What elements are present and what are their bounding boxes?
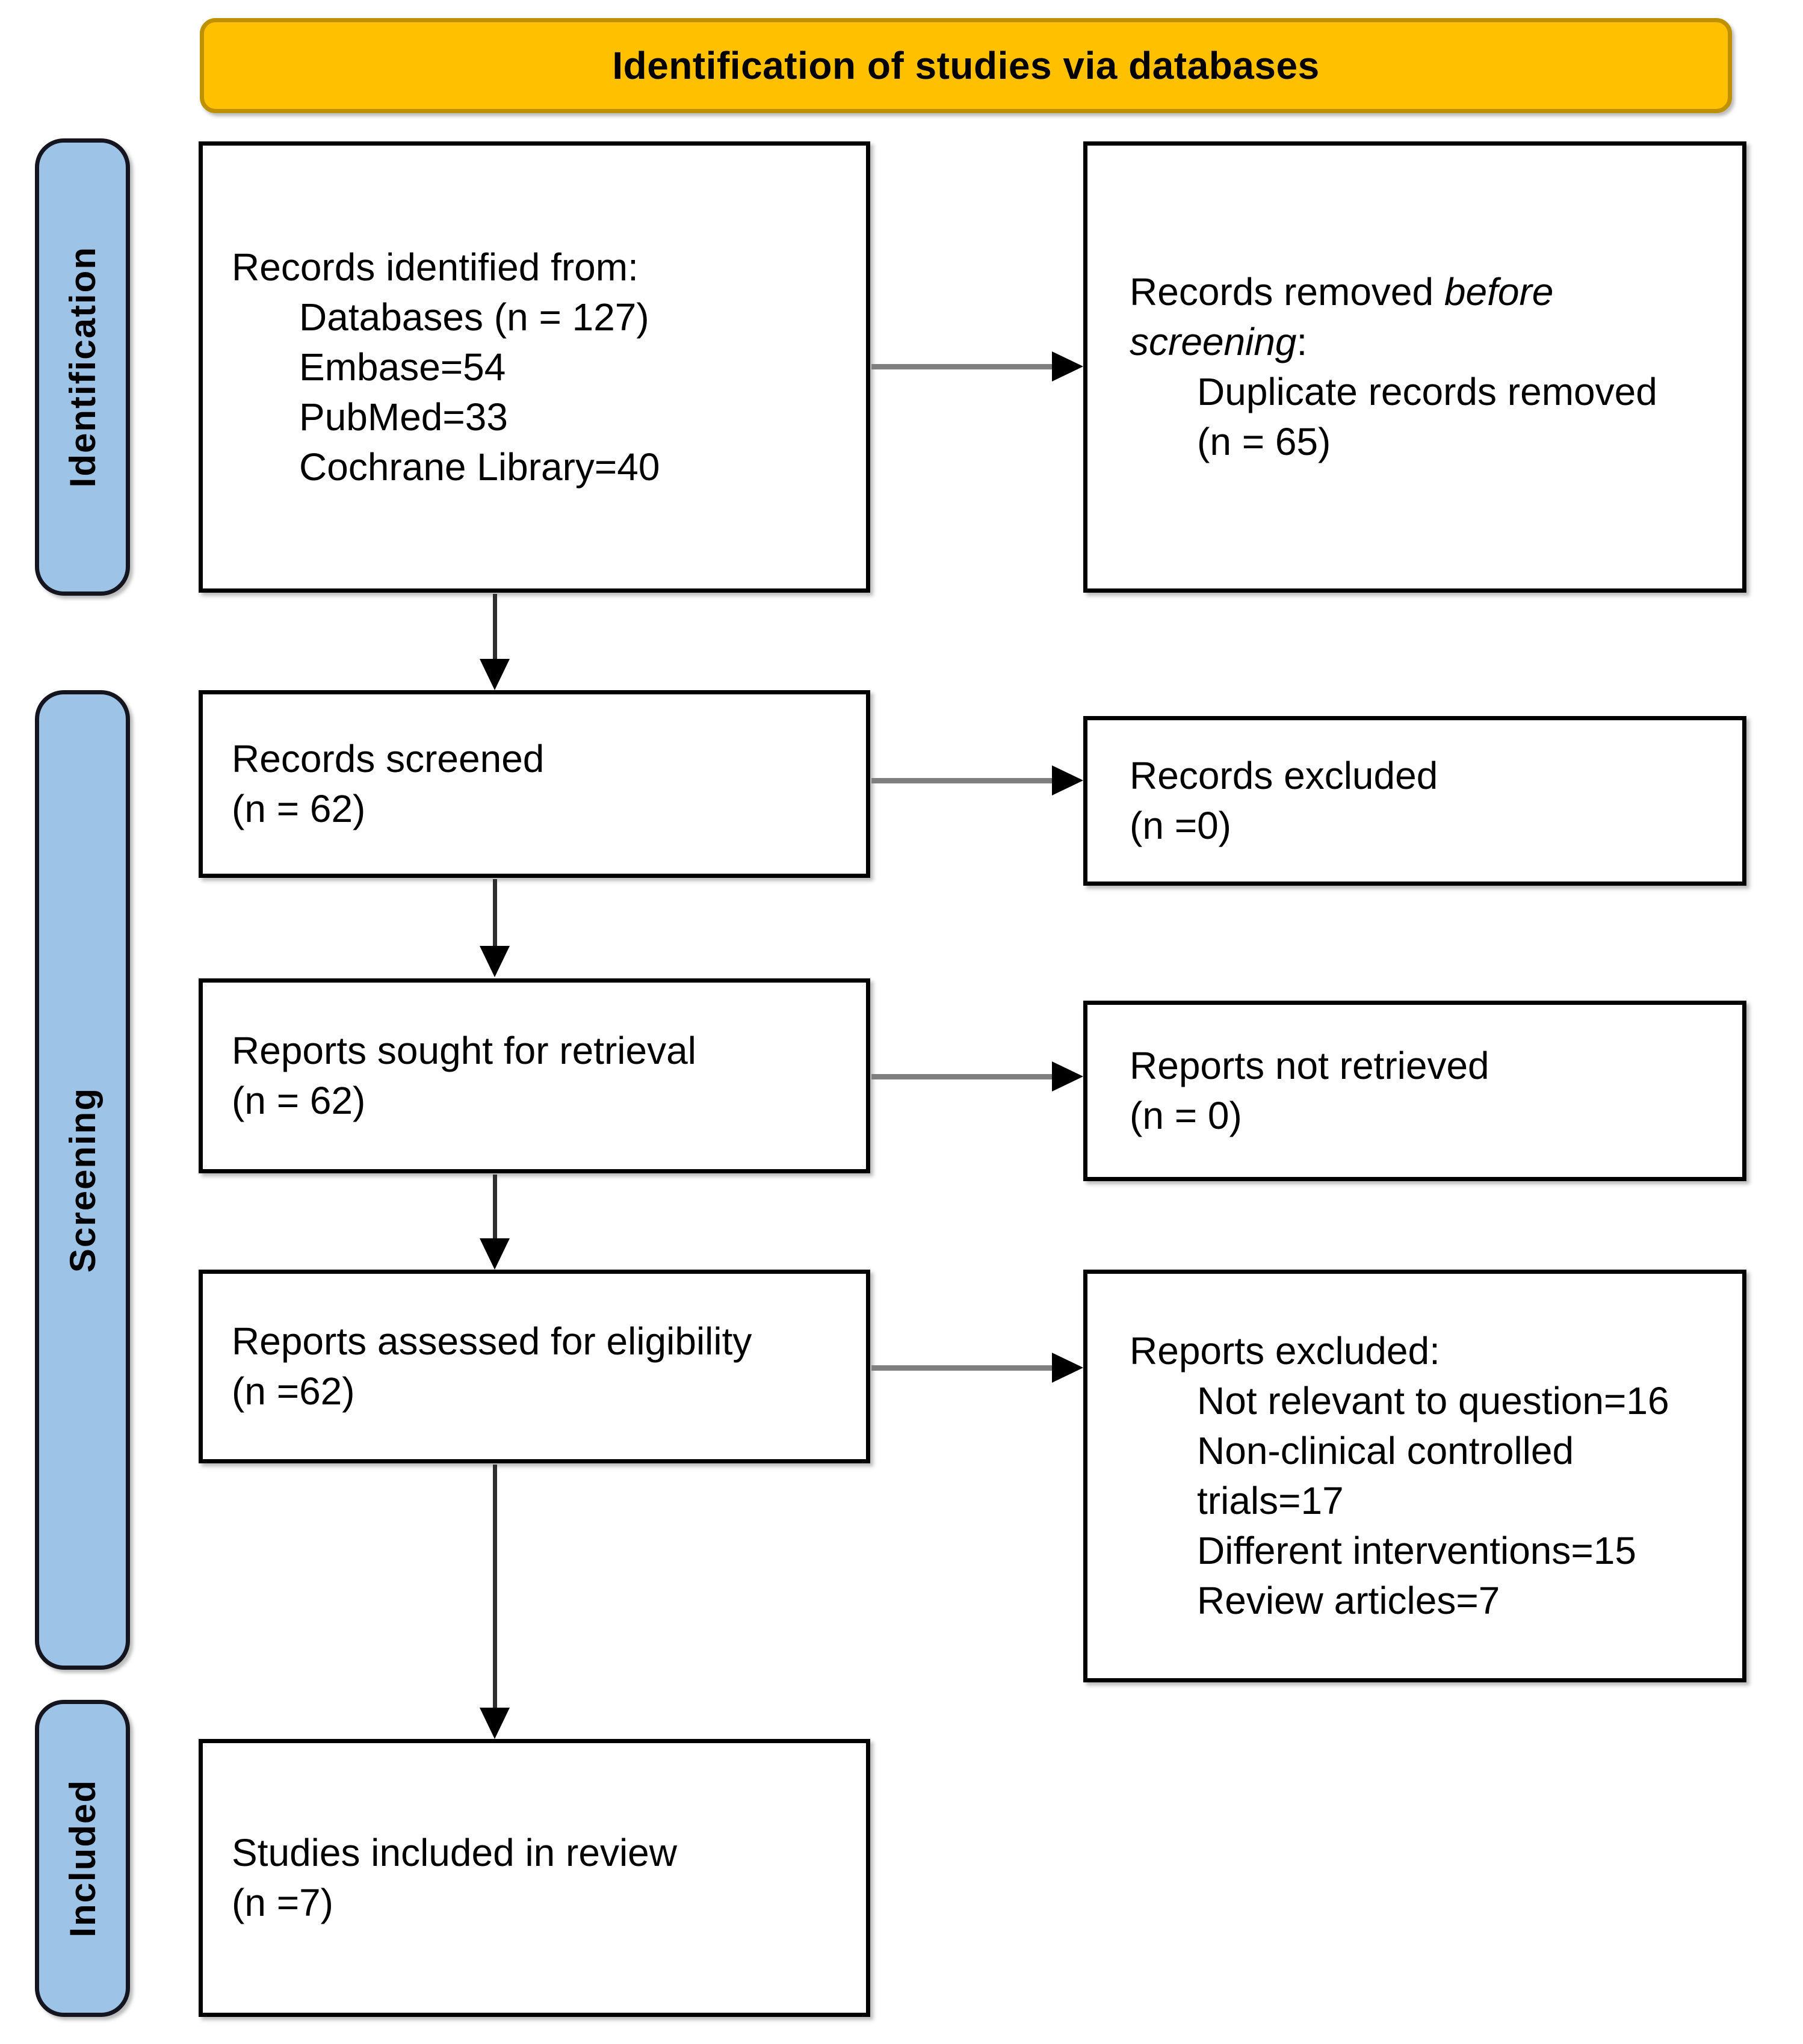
records-removed-heading-normal: : — [1296, 320, 1308, 363]
stage-bar-identification: Identification — [35, 138, 130, 596]
stage-bar-screening: Screening — [35, 690, 130, 1670]
arrow-shaft — [493, 1465, 497, 1709]
arrow-right-icon — [1052, 765, 1083, 795]
arrow-shaft — [493, 1175, 497, 1240]
arrow-shaft — [871, 778, 1053, 783]
records-identified-detail: Databases (n = 127) — [299, 295, 649, 339]
arrow-shaft — [493, 879, 497, 946]
records-identified-detail: Embase=54 — [299, 345, 506, 389]
reports-not-retrieved-line: Reports not retrieved — [1130, 1044, 1489, 1087]
records-removed-heading-italic: before — [1444, 270, 1554, 313]
stage-label-identification: Identification — [62, 246, 103, 488]
records-screened-line: Records screened — [232, 737, 545, 780]
title-banner: Identification of studies via databases — [200, 18, 1732, 113]
arrow-right-icon — [1052, 1061, 1083, 1091]
box-reports-not-retrieved: Reports not retrieved (n = 0) — [1083, 1001, 1746, 1181]
box-reports-assessed-for-eligibility: Reports assessed for eligibility (n =62) — [199, 1270, 870, 1463]
records-excluded-count: (n =0) — [1130, 804, 1231, 847]
box-records-identified: Records identified from: Databases (n = … — [199, 141, 870, 593]
box-records-removed-before-screening: Records removed before screening: Duplic… — [1083, 141, 1746, 593]
arrow-shaft — [871, 1365, 1053, 1371]
records-identified-detail: Cochrane Library=40 — [299, 445, 660, 489]
arrow-down-icon — [480, 659, 510, 690]
reports-excluded-detail: Not relevant to question=16 — [1197, 1379, 1669, 1422]
studies-included-count: (n =7) — [232, 1881, 333, 1924]
reports-assessed-line: Reports assessed for eligibility — [232, 1320, 752, 1363]
box-records-excluded: Records excluded (n =0) — [1083, 716, 1746, 886]
reports-sought-count: (n = 62) — [232, 1079, 366, 1122]
arrow-shaft — [871, 1074, 1053, 1079]
reports-excluded-detail: trials=17 — [1197, 1479, 1344, 1522]
records-removed-detail: Duplicate records removed — [1197, 370, 1657, 413]
records-identified-detail: PubMed=33 — [299, 395, 508, 439]
stage-label-screening: Screening — [62, 1087, 103, 1273]
box-studies-included-in-review: Studies included in review (n =7) — [199, 1739, 870, 2017]
arrow-right-icon — [1052, 351, 1083, 381]
records-removed-heading-line1: Records removed before — [1130, 267, 1733, 317]
arrow-shaft — [493, 594, 497, 660]
box-reports-sought-for-retrieval: Reports sought for retrieval (n = 62) — [199, 978, 870, 1173]
arrow-right-icon — [1052, 1353, 1083, 1383]
records-removed-heading-line2: screening: — [1130, 317, 1733, 367]
reports-excluded-detail: Non-clinical controlled — [1197, 1429, 1574, 1472]
diagram-title: Identification of studies via databases — [612, 44, 1320, 87]
box-records-screened: Records screened (n = 62) — [199, 690, 870, 878]
stage-label-included: Included — [62, 1779, 103, 1937]
records-screened-count: (n = 62) — [232, 787, 366, 830]
reports-assessed-count: (n =62) — [232, 1369, 355, 1413]
reports-excluded-detail: Different interventions=15 — [1197, 1529, 1636, 1572]
arrow-down-icon — [480, 1708, 510, 1739]
reports-sought-line: Reports sought for retrieval — [232, 1029, 696, 1072]
studies-included-line: Studies included in review — [232, 1831, 677, 1874]
arrow-down-icon — [480, 946, 510, 977]
reports-excluded-heading: Reports excluded: — [1130, 1329, 1440, 1372]
box-reports-excluded-reasons: Reports excluded: Not relevant to questi… — [1083, 1270, 1746, 1682]
arrow-shaft — [871, 364, 1053, 369]
records-removed-heading-italic: screening — [1130, 320, 1297, 363]
reports-not-retrieved-count: (n = 0) — [1130, 1094, 1242, 1137]
arrow-down-icon — [480, 1238, 510, 1270]
reports-excluded-detail: Review articles=7 — [1197, 1579, 1500, 1622]
records-removed-heading-normal: Records removed — [1130, 270, 1444, 313]
records-removed-detail: (n = 65) — [1197, 420, 1331, 463]
records-excluded-line: Records excluded — [1130, 754, 1438, 797]
stage-bar-included: Included — [35, 1700, 130, 2017]
records-identified-heading: Records identified from: — [232, 245, 639, 289]
